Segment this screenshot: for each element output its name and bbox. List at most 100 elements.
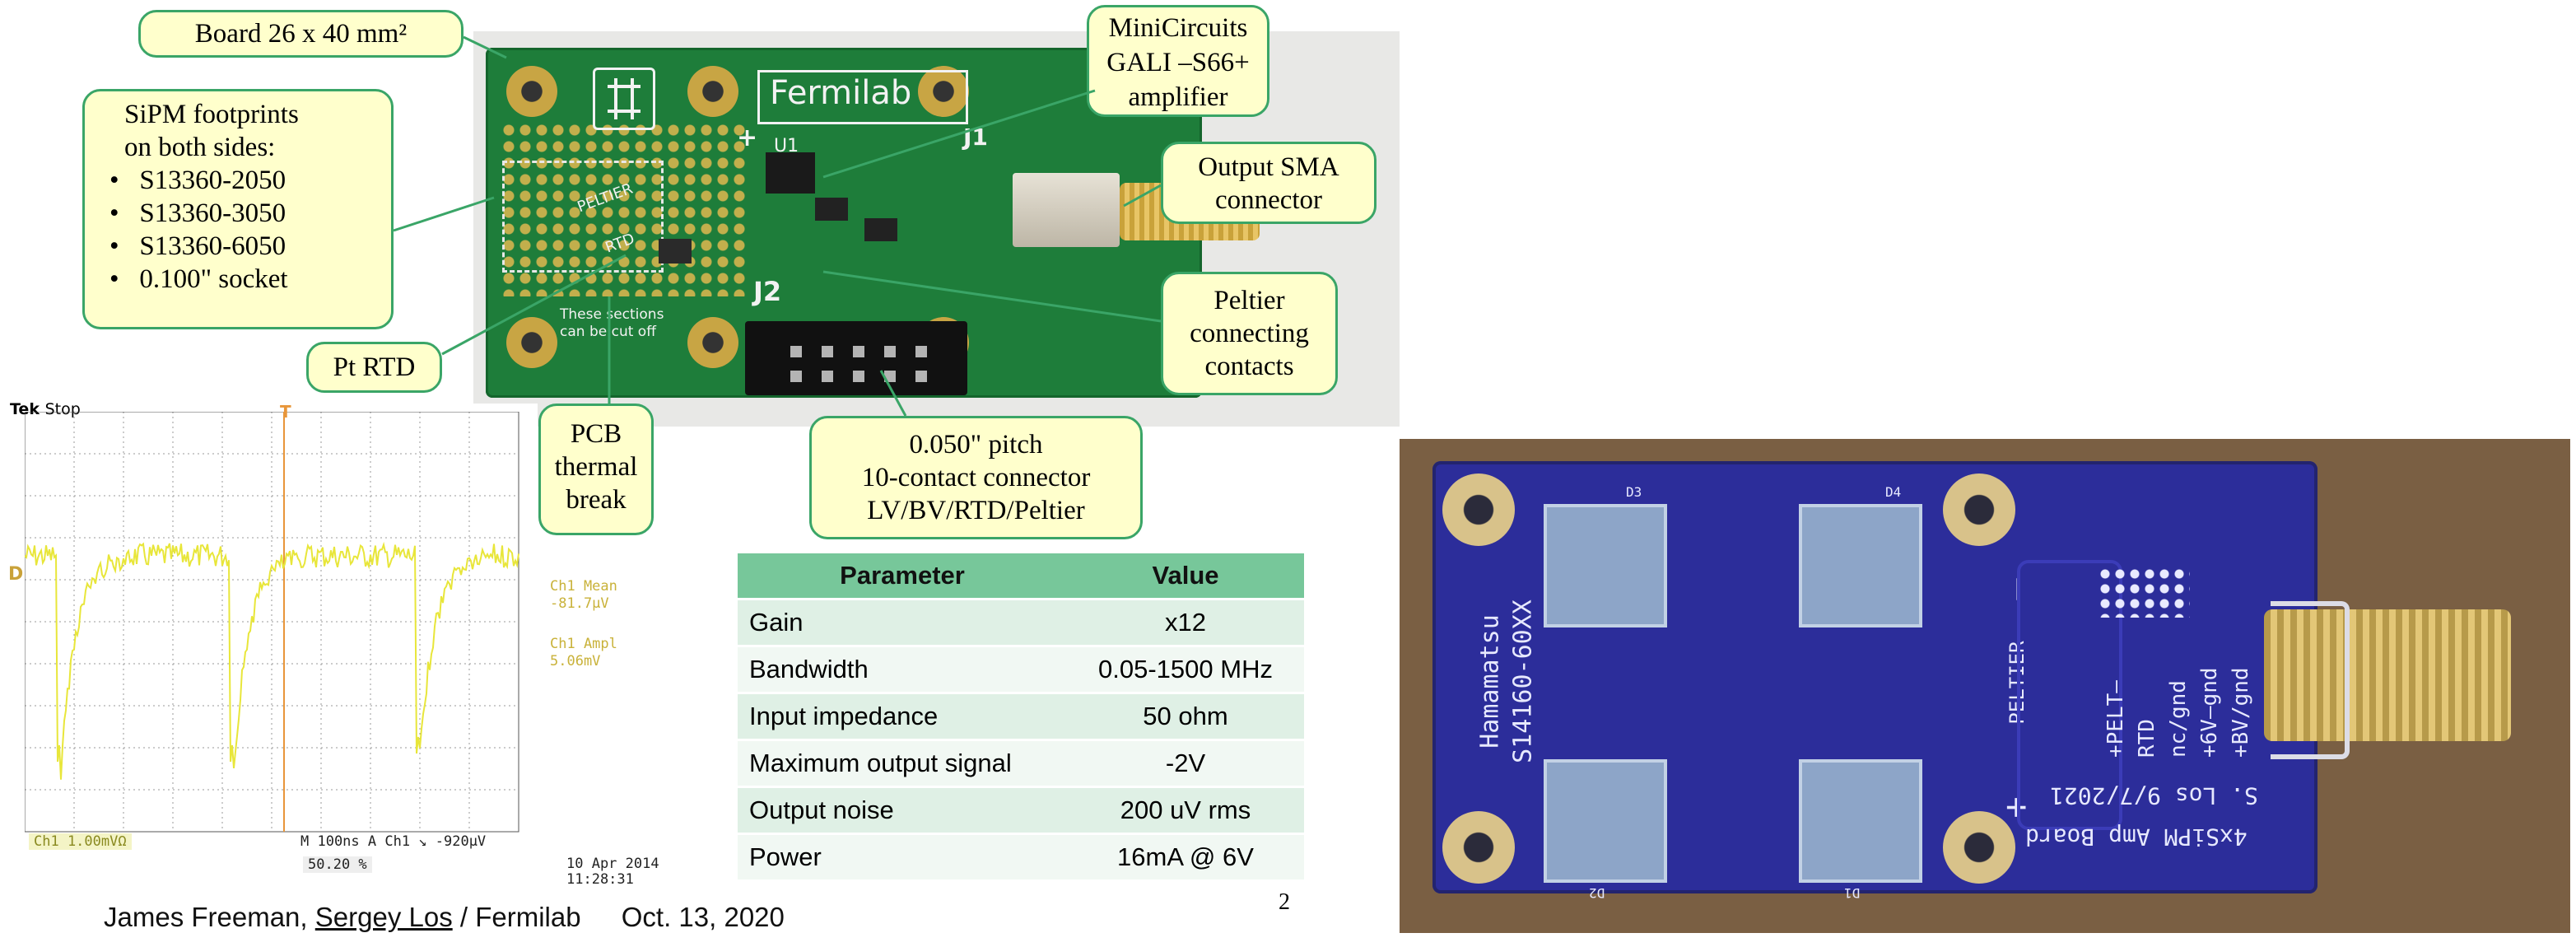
label-d1: D1 — [1844, 885, 1861, 901]
mounting-hole — [687, 66, 738, 117]
j2-connector — [745, 321, 967, 395]
j2-pin — [822, 371, 833, 382]
footprint-item: • S13360-3050 — [109, 198, 286, 228]
amplifier-line: amplifier — [1128, 82, 1228, 112]
board-mounting-hole — [1943, 811, 2015, 884]
scope-timebase: M 100ns A Ch1 ↘ -920μV — [300, 833, 487, 850]
spec-header-parameter: Parameter — [738, 553, 1067, 599]
spec-value-cell: 50 ohm — [1067, 692, 1304, 740]
connector-line: LV/BV/RTD/Peltier — [867, 496, 1085, 525]
scope-brand: Tek Stop — [10, 400, 81, 418]
spec-param-cell: Maximum output signal — [738, 739, 1067, 787]
spec-value-cell: -2V — [1067, 739, 1304, 787]
spec-header-value: Value — [1067, 553, 1304, 599]
footprints-title-2: on both sides: — [124, 133, 276, 162]
scope-datetime: 10 Apr 2014 11:28:31 — [566, 856, 659, 888]
callout-peltier: Peltier connecting contacts — [1161, 272, 1338, 395]
sipm-d4 — [1799, 504, 1922, 627]
board-pin-label: +PELT– — [2103, 680, 2128, 758]
spec-value-cell: 16mA @ 6V — [1067, 833, 1304, 879]
callout-output-sma: Output SMA connector — [1161, 142, 1377, 224]
callout-board-size: Board 26 x 40 mm² — [138, 10, 463, 58]
output-line: Output SMA — [1198, 152, 1339, 182]
board-mounting-hole — [1442, 811, 1515, 884]
callout-thermal-break: PCB thermal break — [538, 404, 654, 535]
mounting-hole — [918, 66, 969, 117]
spec-param-cell: Power — [738, 833, 1067, 879]
pcb-cut-note-1: These sections — [560, 306, 664, 323]
footprint-item: • 0.100" socket — [109, 264, 288, 294]
smd-component — [815, 198, 848, 221]
board-pin-label: +6V–gnd — [2197, 667, 2222, 758]
fermilab-logo-icon — [593, 68, 655, 130]
footprints-title-1: SiPM footprints — [124, 100, 299, 129]
j2-pin — [884, 371, 896, 382]
ch1-ampl-value: 5.06mV — [550, 653, 601, 669]
sipm-d1 — [1799, 759, 1922, 883]
output-line: connector — [1214, 185, 1323, 215]
board-pin-label: RTD — [2135, 719, 2159, 758]
peltier-line: contacts — [1204, 352, 1294, 381]
peltier-line: connecting — [1190, 319, 1309, 348]
board-size-text: Board 26 x 40 mm² — [194, 19, 408, 49]
callout-pt-rtd: Pt RTD — [306, 342, 442, 393]
board-mounting-hole — [1943, 474, 2015, 546]
mounting-hole — [506, 66, 557, 117]
spec-table-row: Maximum output signal-2V — [738, 739, 1304, 787]
sipm-d2 — [1544, 759, 1667, 883]
spec-value-cell: 200 uV rms — [1067, 786, 1304, 834]
pcb-brand-label: Fermilab — [770, 74, 912, 112]
spec-table-header: Parameter Value — [738, 553, 1304, 599]
footer-authors: James Freeman, — [104, 902, 308, 932]
scope-ch-marker: D — [8, 564, 24, 585]
board-pin-label: nc/gnd — [2166, 680, 2191, 758]
board-sma-connector — [2264, 609, 2511, 741]
callout-footprints: SiPM footprints on both sides: • S13360-… — [82, 89, 394, 329]
callout-leaders — [393, 35, 1162, 417]
connector-pad-array — [2099, 568, 2190, 618]
mounting-hole — [687, 317, 738, 368]
callout-amplifier: MiniCircuits GALI –S66+ amplifier — [1087, 5, 1269, 117]
smd-component — [659, 239, 692, 264]
label-d2: D2 — [1589, 885, 1605, 901]
j2-pin — [915, 346, 927, 357]
thermal-line: PCB — [570, 419, 622, 449]
scope-ch1-scale: Ch1 1.00mVΩ — [29, 833, 132, 850]
thermal-line: break — [566, 485, 627, 515]
pcb-j2-label: J2 — [753, 276, 782, 307]
scope-plot — [25, 412, 519, 833]
slide-footer: James Freeman, Sergey Los / Fermilab Oct… — [104, 902, 785, 933]
peltier-line: Peltier — [1213, 286, 1285, 315]
board-title: 4xSiPM Amp Board — [2025, 823, 2248, 851]
j2-pin — [853, 371, 864, 382]
ch1-mean-label: Ch1 Mean — [550, 578, 617, 595]
thermal-line: thermal — [554, 452, 638, 482]
ch1-mean-value: -81.7μV — [550, 595, 609, 612]
footprint-item: • S13360-2050 — [109, 166, 286, 195]
amplifier-chip — [766, 152, 815, 194]
sipm-d3 — [1544, 504, 1667, 627]
board-mounting-hole — [1442, 474, 1515, 546]
spec-param-cell: Gain — [738, 598, 1067, 646]
spec-param-cell: Bandwidth — [738, 645, 1067, 693]
amplifier-line: MiniCircuits — [1108, 13, 1248, 43]
pad-field — [502, 124, 749, 296]
j2-pin — [822, 346, 833, 357]
scope-measurements: Ch1 Mean -81.7μV Ch1 Ampl 5.06mV — [550, 578, 617, 670]
footer-date: Oct. 13, 2020 — [621, 902, 785, 932]
callout-connector: 0.050" pitch 10-contact connector LV/BV/… — [809, 416, 1143, 539]
footer-affiliation: / Fermilab — [459, 902, 581, 932]
board-model-line-2: S14160-60XX — [1508, 599, 1538, 763]
j2-pin — [915, 371, 927, 382]
footprint-item: • S13360-6050 — [109, 231, 286, 261]
mounting-hole — [506, 317, 557, 368]
fermilab-logo-box — [757, 70, 968, 124]
connector-line: 10-contact connector — [861, 463, 1091, 492]
label-d4: D4 — [1885, 484, 1902, 500]
sma-connector-body — [1013, 173, 1120, 247]
j2-pin — [884, 346, 896, 357]
